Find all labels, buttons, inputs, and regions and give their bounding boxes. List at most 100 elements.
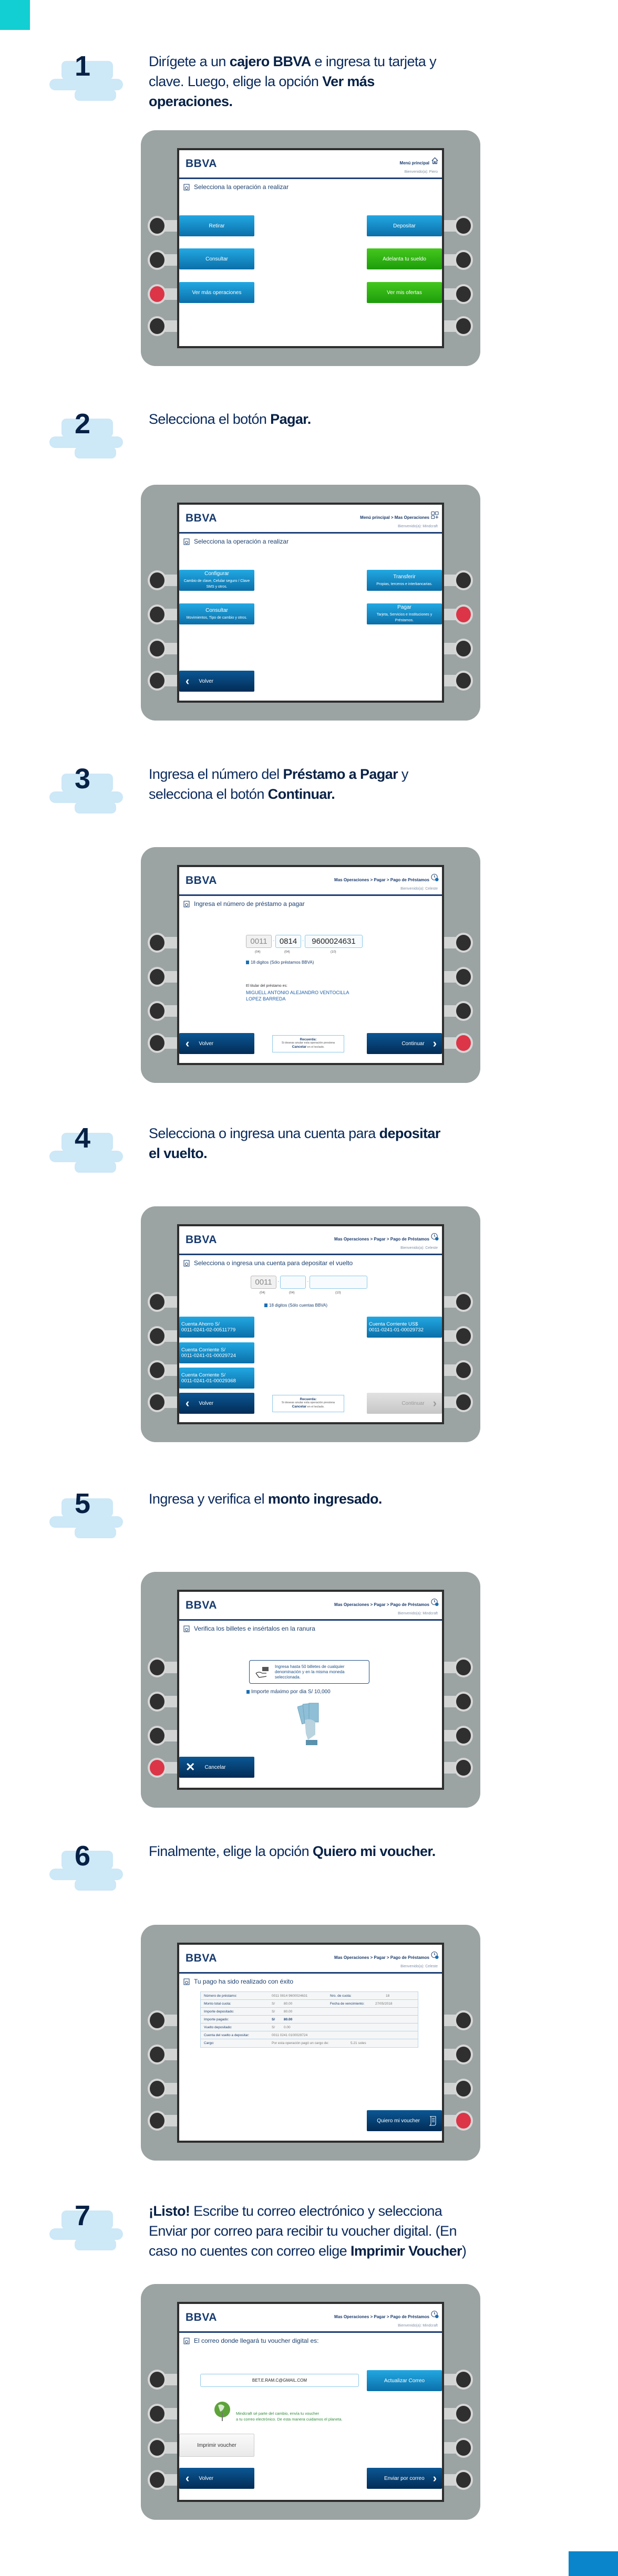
side-key-right-4[interactable] [454, 1758, 473, 1778]
account-office-field[interactable] [280, 1276, 306, 1289]
row-value: Por esta operación pagó un cargo de: [272, 2041, 329, 2045]
side-key-left-4[interactable] [148, 2111, 167, 2131]
email-field[interactable]: BET.E.RAM.C@GMAIL.COM [200, 2374, 359, 2387]
side-key-right-1[interactable] [454, 933, 473, 953]
volver-button[interactable]: ‹Volver [179, 671, 254, 692]
side-key-right-1[interactable] [454, 2370, 473, 2390]
screen-title-text: Selecciona o ingresa una cuenta para dep… [194, 1259, 353, 1267]
screen-title-text: Ingresa el número de préstamo a pagar [194, 900, 305, 908]
text-bold: cajero BBVA [229, 54, 312, 69]
side-key-right-1[interactable] [454, 1292, 473, 1312]
side-key-right-1[interactable] [454, 570, 473, 590]
continuar-button[interactable]: Continuar› [367, 1033, 442, 1054]
side-key-left-2[interactable] [148, 967, 167, 987]
side-key-right-4[interactable] [454, 671, 473, 691]
side-key-right-3[interactable] [454, 1360, 473, 1380]
side-key-right-2[interactable] [454, 2404, 473, 2424]
side-key-left-4[interactable] [148, 671, 167, 691]
actualizar-correo-button[interactable]: Actualizar Correo [367, 2370, 442, 2391]
table-row: Cuenta del vuelto a depositar:0011 0241 … [201, 2031, 418, 2039]
side-key-left-3-highlighted[interactable] [148, 284, 167, 304]
account-button[interactable]: Cuenta Corriente US$0011-0241-01-0002973… [367, 1317, 442, 1338]
side-key-right-2[interactable] [454, 1692, 473, 1712]
volver-button[interactable]: ‹Volver [179, 2468, 254, 2489]
side-key-right-2[interactable] [454, 250, 473, 270]
account-button[interactable]: Cuenta Ahorro S/0011-0241-02-00511779 [179, 1317, 254, 1338]
side-key-left-3[interactable] [148, 2079, 167, 2099]
side-key-right-2[interactable] [454, 2045, 473, 2064]
atm-screen: BBVA Mas Operaciones > Pagar > Pago de P… [177, 2302, 444, 2502]
consultar-button[interactable]: Consultar [179, 248, 254, 269]
quiero-mi-voucher-button[interactable]: Quiero mi voucher [367, 2110, 442, 2131]
side-key-left-1[interactable] [148, 216, 167, 236]
side-key-left-4-highlighted[interactable] [148, 1758, 167, 1778]
side-key-right-4[interactable] [454, 1392, 473, 1412]
side-key-left-3[interactable] [148, 1360, 167, 1380]
side-key-left-2[interactable] [148, 604, 167, 624]
side-key-right-1[interactable] [454, 2010, 473, 2030]
side-key-left-1[interactable] [148, 2010, 167, 2030]
volver-button[interactable]: ‹Volver [179, 1033, 254, 1054]
side-key-right-4[interactable] [454, 316, 473, 336]
cancelar-button[interactable]: ✕Cancelar [179, 1757, 254, 1778]
side-key-right-3[interactable] [454, 1001, 473, 1021]
side-key-left-1[interactable] [148, 570, 167, 590]
continuar-button-disabled[interactable]: Continuar› [367, 1393, 442, 1414]
side-key-right-4[interactable] [454, 2470, 473, 2490]
loan-office-field[interactable]: 0814 [275, 935, 301, 948]
side-key-right-1[interactable] [454, 216, 473, 236]
side-key-left-2[interactable] [148, 1326, 167, 1346]
side-key-right-2-highlighted[interactable] [454, 604, 473, 624]
side-key-left-1[interactable] [148, 1292, 167, 1312]
account-number-field[interactable] [310, 1276, 367, 1289]
retirar-button[interactable]: Retirar [179, 215, 254, 236]
side-key-right-3[interactable] [454, 2079, 473, 2099]
text: caso no cuentes con correo elige [149, 2243, 351, 2259]
breadcrumb: Menú principal [399, 161, 429, 165]
corner-accent-bottom [569, 2551, 618, 2576]
side-key-left-2[interactable] [148, 1692, 167, 1712]
digit-count-label: (04) [289, 1291, 295, 1295]
ver-mas-operaciones-button[interactable]: Ver más operaciones [179, 282, 254, 303]
button-label: Quiero mi voucher [377, 2118, 420, 2124]
side-key-right-2[interactable] [454, 967, 473, 987]
volver-button[interactable]: ‹Volver [179, 1393, 254, 1414]
clock-icon [431, 873, 439, 882]
account-button[interactable]: Cuenta Corriente S/0011-0241-01-00029368 [179, 1368, 254, 1389]
side-key-left-3[interactable] [148, 1726, 167, 1746]
account-button[interactable]: Cuenta Corriente S/0011-0241-01-00029724 [179, 1342, 254, 1363]
side-key-left-3[interactable] [148, 1001, 167, 1021]
depositar-button[interactable]: Depositar [367, 215, 442, 236]
side-key-right-4-highlighted[interactable] [454, 2111, 473, 2131]
side-key-right-3[interactable] [454, 2438, 473, 2458]
imprimir-voucher-button[interactable]: Imprimir voucher [179, 2434, 254, 2457]
side-key-left-2[interactable] [148, 250, 167, 270]
side-key-left-4[interactable] [148, 1392, 167, 1412]
side-key-left-1[interactable] [148, 2370, 167, 2390]
side-key-left-4[interactable] [148, 316, 167, 336]
loan-number-field[interactable]: 9600024631 [305, 935, 363, 948]
side-key-right-2[interactable] [454, 1326, 473, 1346]
adelanta-sueldo-button[interactable]: Adelanta tu sueldo [367, 248, 442, 269]
eco-message: Mindcraft sé parte del cambio, envía tu … [236, 2411, 343, 2422]
row-label: Número de préstamo: [204, 1994, 237, 1998]
side-key-right-3[interactable] [454, 1726, 473, 1746]
side-key-right-4-highlighted[interactable] [454, 1033, 473, 1053]
side-key-left-2[interactable] [148, 2045, 167, 2064]
side-key-left-2[interactable] [148, 2404, 167, 2424]
side-key-left-4[interactable] [148, 1033, 167, 1053]
side-key-left-1[interactable] [148, 1657, 167, 1677]
side-key-left-3[interactable] [148, 2438, 167, 2458]
side-key-right-1[interactable] [454, 1657, 473, 1677]
side-key-right-3[interactable] [454, 284, 473, 304]
side-key-left-1[interactable] [148, 933, 167, 953]
side-key-left-4[interactable] [148, 2470, 167, 2490]
side-key-left-3[interactable] [148, 639, 167, 659]
enviar-por-correo-button[interactable]: Enviar por correo› [367, 2468, 442, 2489]
side-key-right-3[interactable] [454, 639, 473, 659]
ver-mis-ofertas-button[interactable]: Ver mis ofertas [367, 282, 442, 303]
